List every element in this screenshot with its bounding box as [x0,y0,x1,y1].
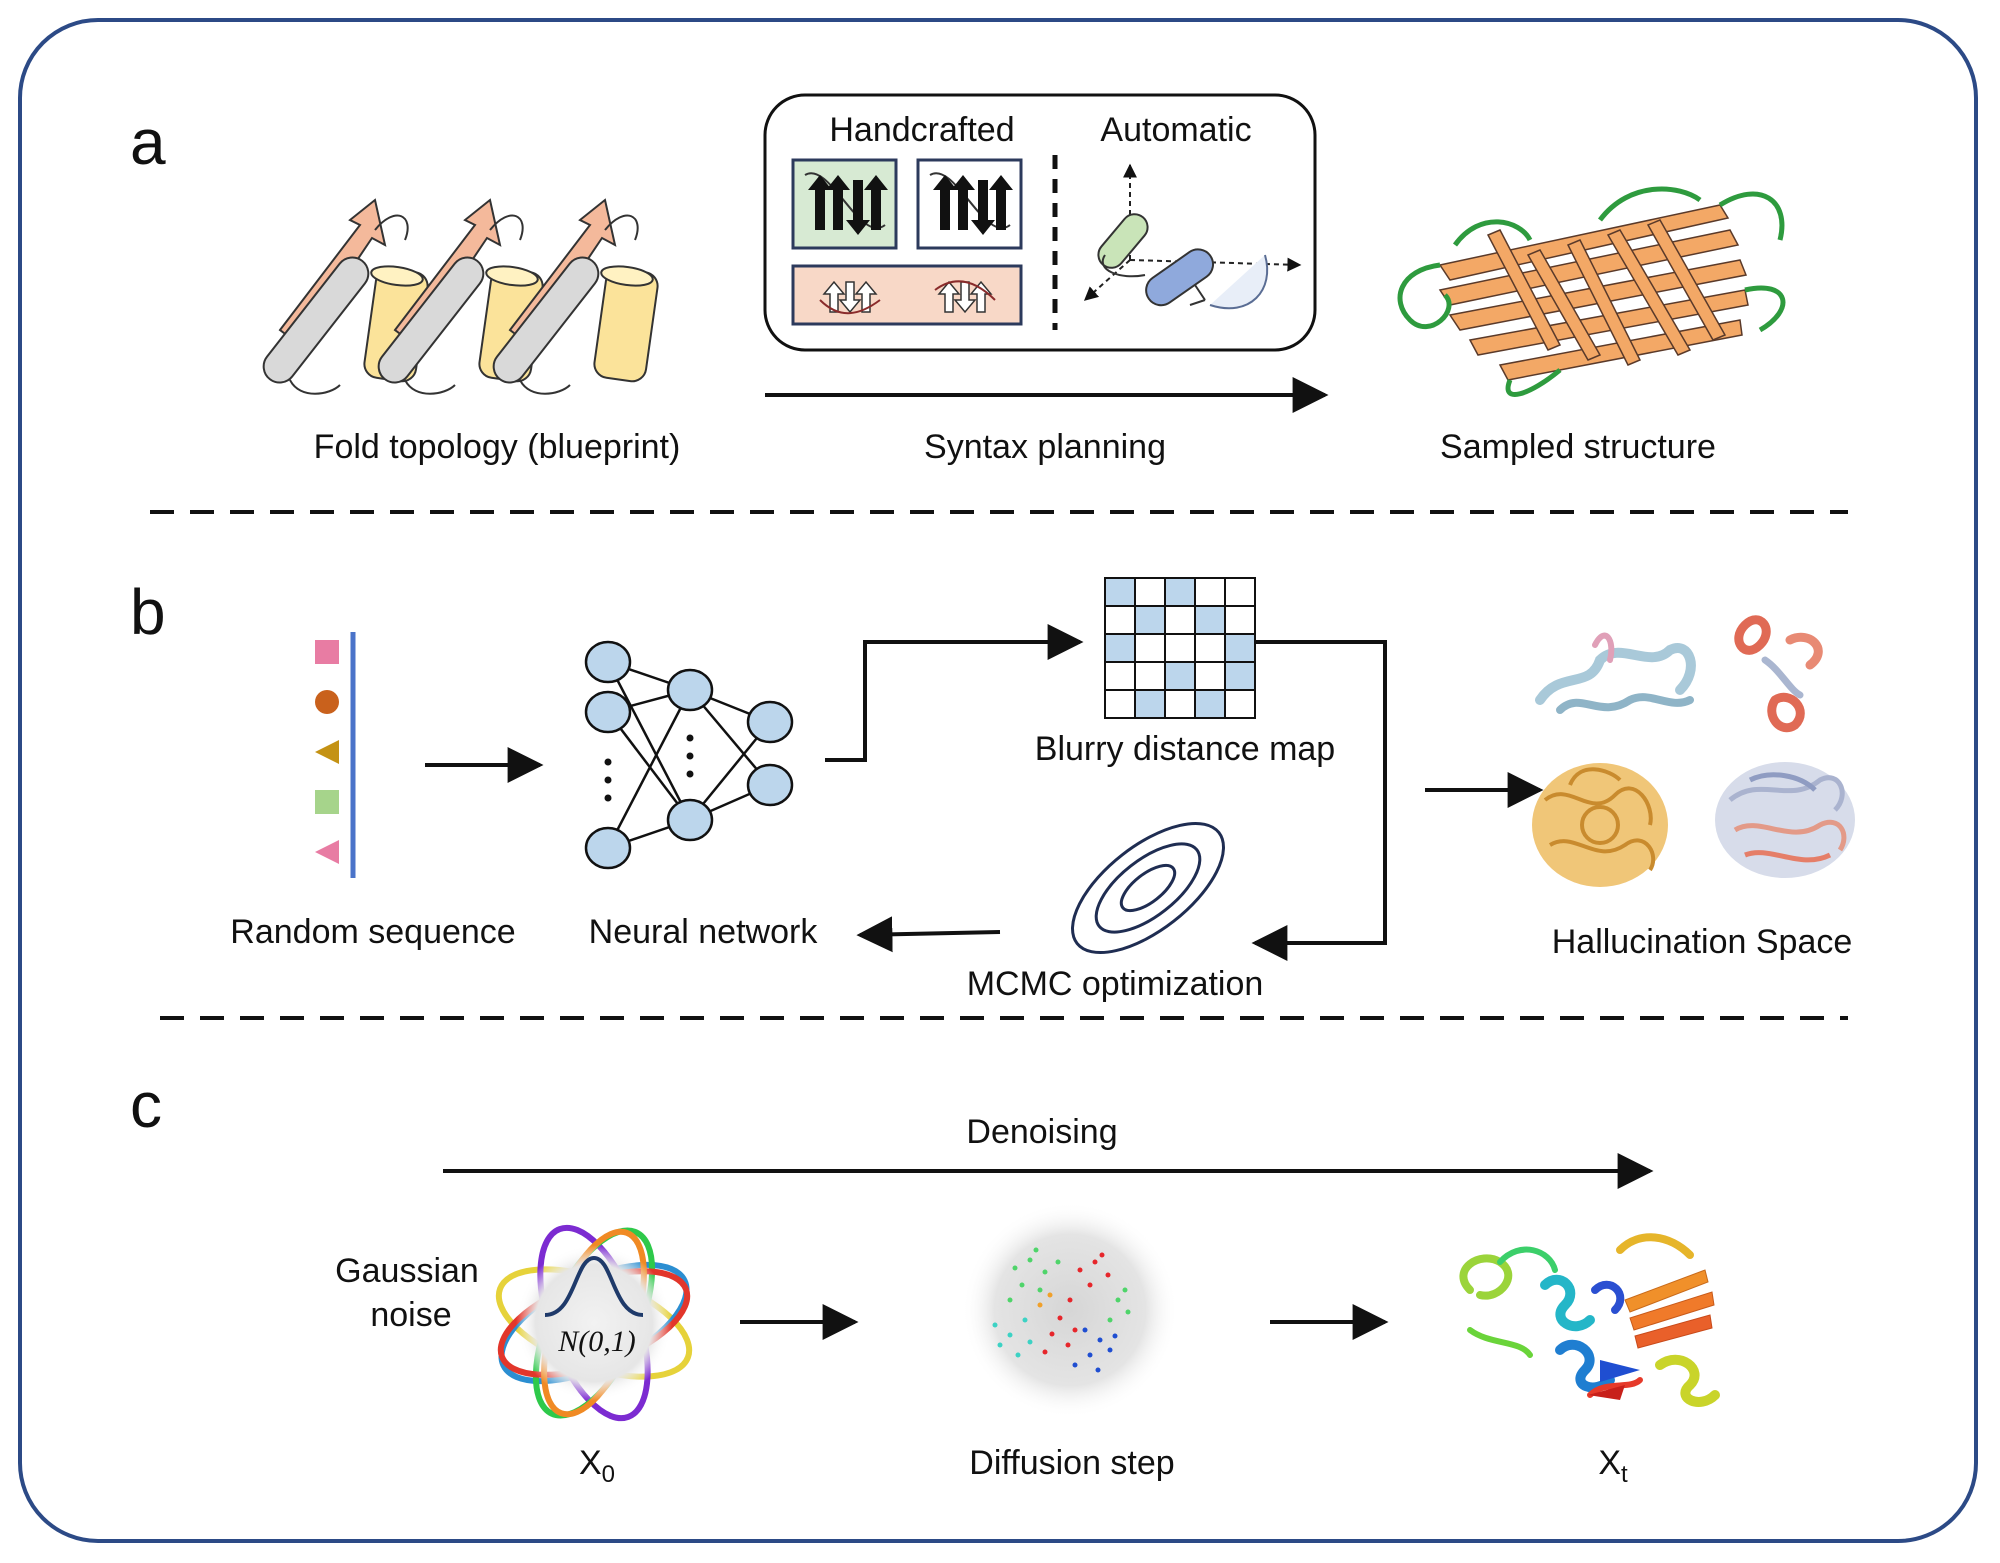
mcmc-optimization-caption: MCMC optimization [966,965,1264,1003]
hallucinated-protein-4 [1715,762,1855,878]
neuron-input-3 [584,826,632,870]
random-sequence-caption: Random sequence [230,913,516,951]
diffusion-step-cloud [962,1202,1178,1418]
panel-label-b: b [130,576,166,648]
hallucination-space [1532,615,1855,887]
handcrafted-sheet-a [791,158,898,250]
network-to-map-arrow [825,624,1084,762]
gaussian-noise-caption-line1: Gaussian [335,1252,479,1290]
handcrafted-sheet-pair [791,264,1023,326]
automatic-helices [1097,213,1269,310]
random-sequence [315,632,356,878]
figure-frame [18,18,1978,1543]
neural-network [584,640,794,870]
gaussian-noise-caption-line2: noise [370,1296,452,1334]
panel-label-c: c [130,1069,162,1141]
map-to-mcmc-arrow [1251,640,1387,961]
automatic-axes [1083,163,1302,301]
sampled-structure-caption: Sampled structure [1440,428,1716,466]
handcrafted-title: Handcrafted [829,111,1015,149]
blurry-distance-map [1104,577,1256,719]
normal-distribution-label: N(0,1) [558,1325,636,1358]
hallucinated-protein-1 [1535,632,1696,714]
sequence-circle-orange [315,690,339,714]
x0-base: X [578,1444,602,1482]
neuron-hidden-2 [666,798,714,842]
hallucinated-protein-2 [1734,615,1823,732]
blueprint-unit-3 [492,198,659,395]
sampled-structure [1397,186,1786,397]
x0-label: X0 [579,1444,615,1489]
neuron-input-2 [584,690,632,734]
syntax-planning-box [763,93,1317,352]
xt-label: Xt [1598,1444,1627,1489]
fold-topology-blueprint [262,198,659,395]
handcrafted-sheet-b [916,158,1023,250]
neuron-output-2 [746,763,794,807]
xt-subscript: t [1621,1461,1628,1488]
generated-structure [1459,1233,1720,1407]
panel-label-a: a [130,106,166,178]
mcmc-contours [1071,821,1225,955]
sequence-square-pink [315,640,339,664]
neural-network-caption: Neural network [588,913,818,951]
xt-base: X [1598,1444,1622,1482]
hallucination-space-caption: Hallucination Space [1551,923,1853,961]
sequence-triangle-pink [315,840,339,864]
automatic-title: Automatic [1100,111,1252,149]
diffusion-step-caption: Diffusion step [969,1444,1175,1482]
blueprint-unit-1 [262,198,429,395]
x0-subscript: 0 [601,1461,616,1488]
neuron-hidden-1 [666,668,714,712]
hallucinated-protein-3 [1532,763,1668,887]
denoising-caption: Denoising [966,1113,1118,1151]
neuron-output-1 [746,700,794,744]
sequence-triangle-gold [315,740,339,764]
blueprint-unit-2 [377,198,544,395]
syntax-planning-caption: Syntax planning [924,428,1166,466]
neuron-input-1 [584,640,632,684]
sequence-square-green [315,790,339,814]
fold-topology-caption: Fold topology (blueprint) [313,428,681,466]
gaussian-noise-rings [495,1224,693,1422]
blurry-distance-map-caption: Blurry distance map [1034,730,1336,768]
mcmc-to-network-arrow [856,916,1001,953]
